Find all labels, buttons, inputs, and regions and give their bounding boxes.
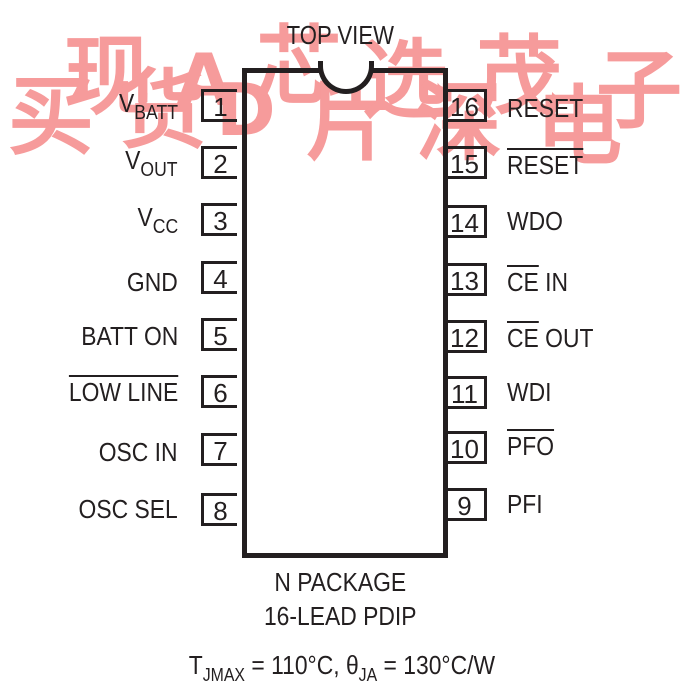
thermal-t: T <box>188 650 203 680</box>
pin-number-box-15: 15 <box>445 146 487 179</box>
thermal-t-value: = 110°C, <box>245 650 346 680</box>
pin-number-box-16: 16 <box>445 89 487 122</box>
pin-label-vcc: VCC <box>137 201 178 237</box>
watermark-char-0: 买 <box>8 67 94 167</box>
pin-label-sub: CC <box>152 216 178 238</box>
pin-number-box-10: 10 <box>445 431 487 464</box>
ic-package-body <box>242 68 448 558</box>
pin-label-wdo: WDO <box>507 206 563 236</box>
thermal-theta-value: = 130°C/W <box>377 650 496 680</box>
pin-number-box-13: 13 <box>445 263 487 296</box>
pin-label-post: IN <box>538 267 569 297</box>
pin-number-box-3: 3 <box>201 203 237 236</box>
thermal-theta-sub: JA <box>358 665 378 685</box>
pin-label-pfo: PFO <box>507 431 555 461</box>
pin-label-main: V <box>125 145 141 175</box>
pin-label-main: CE <box>507 267 539 297</box>
pin-number-box-2: 2 <box>201 146 237 179</box>
thermal-theta: θ <box>345 650 359 680</box>
thermal-spec: TJMAX = 110°C, θJA = 130°C/W <box>43 650 641 684</box>
pin-label-ce-in: CE IN <box>507 266 568 298</box>
pin-label-sub: BATT <box>134 102 178 124</box>
pin-label-vbatt: VBATT <box>119 87 178 123</box>
pin-number-box-1: 1 <box>201 89 237 122</box>
watermark-char-11: 子 <box>596 41 680 141</box>
pin-number-box-4: 4 <box>201 261 237 294</box>
pin-number-box-6: 6 <box>201 375 237 408</box>
pin-label-ce-out: CE OUT <box>507 322 593 354</box>
pin-label-wdi: WDI <box>507 377 552 407</box>
pin-label-vout: VOUT <box>125 144 178 180</box>
pin-label-gnd: GND <box>127 267 178 297</box>
pin-label-post: OUT <box>538 323 594 353</box>
diagram-title: TOP VIEW <box>286 20 394 50</box>
pin-label-main: V <box>137 202 153 232</box>
pin-label-osc-sel: OSC SEL <box>78 494 178 524</box>
pin-label-sub: OUT <box>140 159 178 181</box>
pin-number-box-8: 8 <box>201 493 237 526</box>
pin-label-low-line: LOW LINE <box>68 377 178 407</box>
pin-number-box-5: 5 <box>201 318 237 351</box>
pin-label-main: CE <box>507 323 539 353</box>
pin-number-box-9: 9 <box>445 488 487 521</box>
package-name: N PACKAGE <box>274 567 407 597</box>
pin-number-box-7: 7 <box>201 433 237 466</box>
package-type: 16-LEAD PDIP <box>263 601 417 631</box>
pin-label-osc-in: OSC IN <box>99 437 178 467</box>
pin-number-box-14: 14 <box>445 205 487 238</box>
pin-label-reset-bar: RESET <box>507 150 584 180</box>
thermal-t-sub: JMAX <box>202 665 246 685</box>
pin-label-pfi: PFI <box>507 489 543 519</box>
pin-number-box-11: 11 <box>445 376 487 409</box>
pin-number-box-12: 12 <box>445 320 487 353</box>
pin-label-main: V <box>119 88 135 118</box>
pin-label-batt-on: BATT ON <box>80 321 178 351</box>
pin-label-reset: RESET <box>507 93 584 123</box>
